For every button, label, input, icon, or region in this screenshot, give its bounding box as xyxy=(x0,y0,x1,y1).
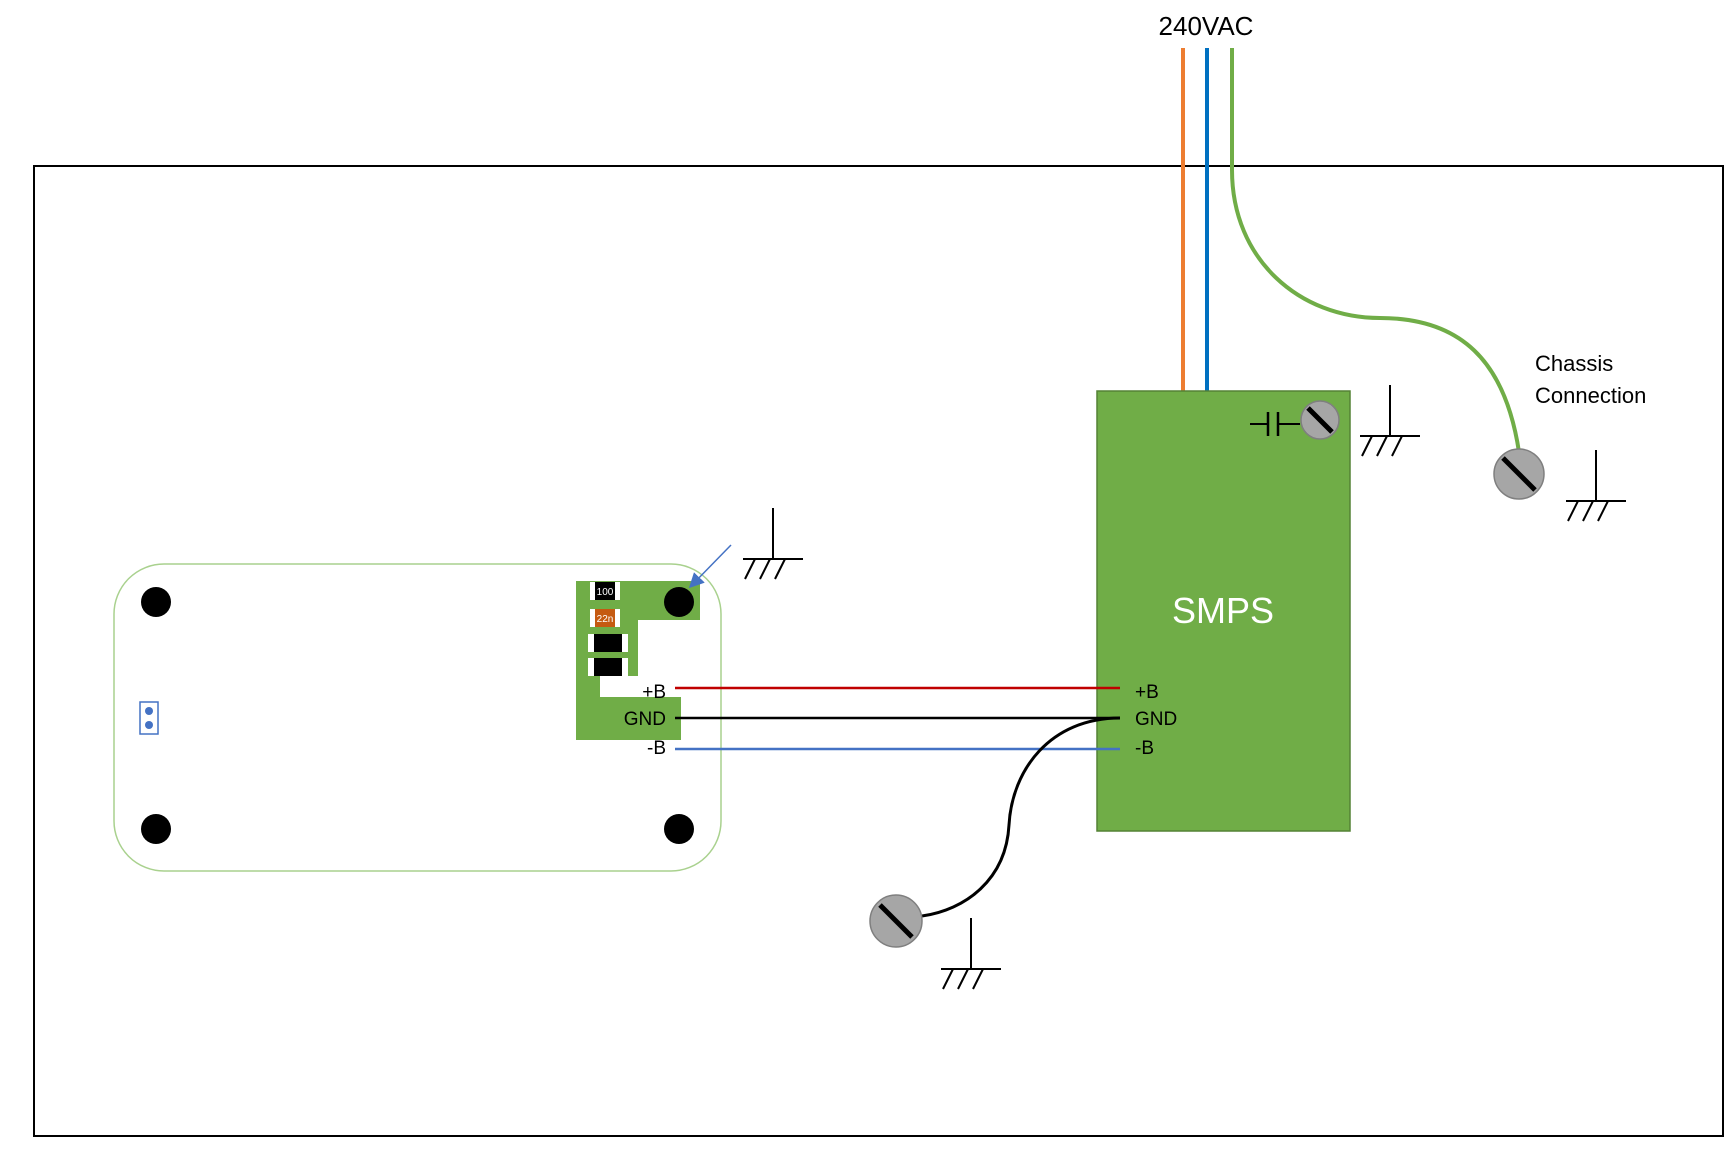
resistor-label: 100 xyxy=(597,587,614,598)
chassis-screw-icon xyxy=(1493,448,1545,500)
chassis-label-line2: Connection xyxy=(1535,383,1646,408)
board-ground-icon xyxy=(743,508,803,580)
pad-mounting-hole xyxy=(664,587,694,617)
smps-pos-label: +B xyxy=(1135,682,1159,703)
smps-gnd-label: GND xyxy=(1135,709,1177,730)
mounting-hole-bottom-right xyxy=(664,814,694,844)
gnd-chassis-wire xyxy=(921,716,1121,918)
mounting-hole-top-left xyxy=(141,587,171,617)
pointer-arrow xyxy=(688,544,732,589)
smps-box xyxy=(1096,390,1351,832)
two-pin-connector xyxy=(139,701,159,735)
diode-component-1 xyxy=(588,634,628,652)
mains-label: 240VAC xyxy=(1159,11,1254,41)
board-gnd-label: GND xyxy=(624,709,666,730)
smps-label: SMPS xyxy=(1172,590,1274,631)
capacitor-label: 22n xyxy=(597,614,614,625)
smps-screw-icon xyxy=(1300,400,1340,440)
capacitor-component: 22n xyxy=(590,609,620,627)
resistor-component: 100 xyxy=(590,582,620,600)
smps-ground-icon xyxy=(1360,385,1420,457)
board-pos-label: +B xyxy=(642,682,666,703)
earth-wire xyxy=(1230,48,1521,453)
gnd-ground-icon xyxy=(941,918,1001,990)
chassis-ground-icon xyxy=(1566,450,1626,522)
diode-component-2 xyxy=(588,658,628,676)
chassis-label-line1: Chassis xyxy=(1535,351,1613,376)
smps-neg-label: -B xyxy=(1135,738,1154,759)
gnd-screw-icon xyxy=(869,894,923,948)
enclosure-outline xyxy=(33,165,1724,1137)
mounting-hole-bottom-left xyxy=(141,814,171,844)
smps-capacitor-symbol xyxy=(1250,412,1300,436)
board-neg-label: -B xyxy=(647,738,666,759)
